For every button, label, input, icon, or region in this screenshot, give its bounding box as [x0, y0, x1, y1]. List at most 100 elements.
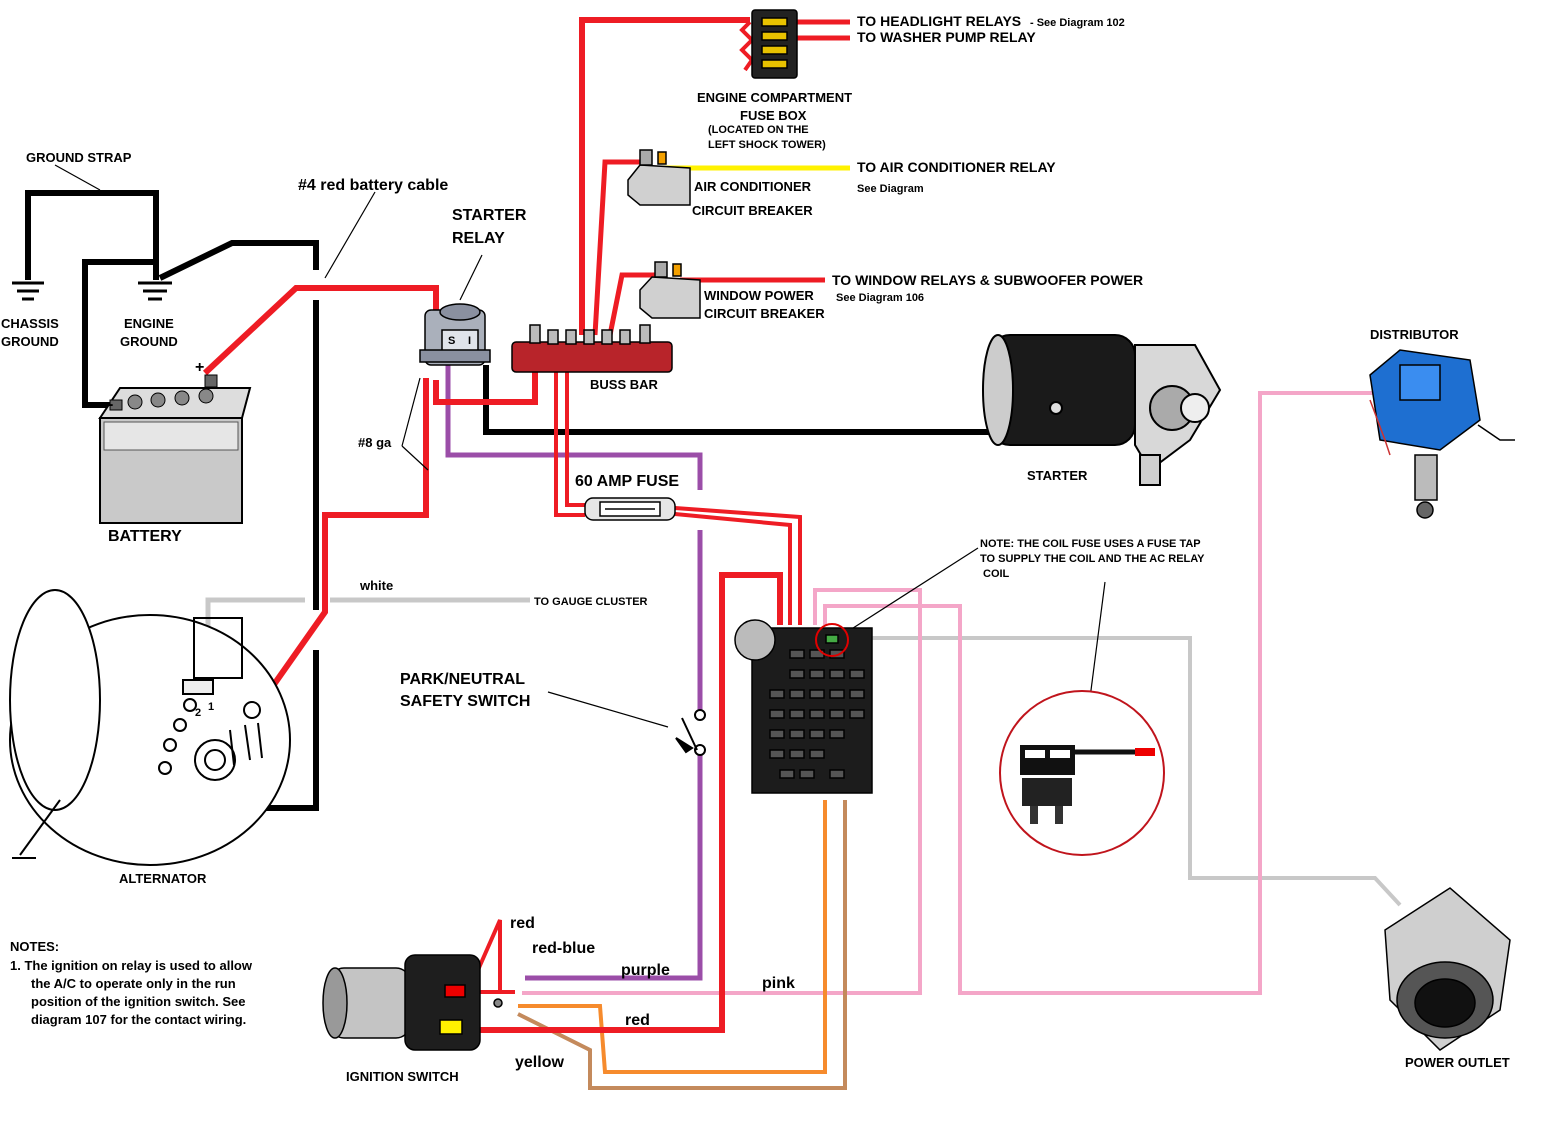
engine-ground-wire — [82, 259, 156, 408]
ac-breaker-feed-red — [592, 159, 640, 336]
yellow-wire-label: yellow — [515, 1054, 564, 1071]
pink-wire-b — [823, 391, 1375, 995]
relay-terminal-s: S — [448, 335, 455, 347]
pink-wire-a — [522, 588, 922, 995]
relay-to-bus-red — [433, 360, 538, 405]
window-breaker-label-1: WINDOW POWER — [704, 288, 814, 303]
alternator — [9, 589, 291, 866]
starter-relay-label-2: RELAY — [452, 230, 505, 247]
starter-label: STARTER — [1027, 468, 1088, 483]
notes-line-1: 1. The ignition on relay is used to allo… — [10, 958, 253, 973]
fuse-box-label-3: (LOCATED ON THE — [708, 124, 809, 136]
fuse-tap-leader — [1089, 581, 1106, 699]
buss-bar-label: BUSS BAR — [590, 377, 659, 392]
chassis-ground-label-2: GROUND — [1, 334, 59, 349]
battery-cable-leader — [324, 191, 376, 279]
fuse-out-red-a — [674, 506, 802, 625]
chassis-ground-symbol — [12, 281, 44, 301]
starter-motor — [982, 334, 1222, 486]
alternator-terminal-2: 2 — [195, 707, 201, 719]
battery-cable-label: #4 red battery cable — [298, 177, 448, 194]
power-outlet — [1384, 887, 1511, 1051]
grey-power-outlet-wire — [845, 636, 1402, 907]
sixty-amp-fuse-label: 60 AMP FUSE — [575, 473, 679, 490]
ac-relay-label: TO AIR CONDITIONER RELAY — [857, 159, 1056, 175]
relay-terminal-i: I — [468, 335, 471, 347]
engine-ground-symbol — [138, 281, 172, 301]
fuse-box-label-4: LEFT SHOCK TOWER) — [708, 139, 826, 151]
battery-plus: + — [195, 359, 204, 376]
fusebox-zigzag-red — [739, 20, 755, 72]
fuse-box-label-2: FUSE BOX — [740, 108, 807, 123]
power-outlet-label: POWER OUTLET — [1405, 1055, 1510, 1070]
interior-fuse-panel — [734, 619, 873, 794]
buss-bar — [511, 324, 673, 373]
coil-note-line-1: NOTE: THE COIL FUSE USES A FUSE TAP — [980, 538, 1201, 550]
ground-strap-label: GROUND STRAP — [26, 150, 132, 165]
fuse-out-red-b — [674, 512, 792, 625]
starter-relay-leader — [459, 254, 483, 301]
starter-relay-label-1: STARTER — [452, 207, 527, 224]
distributor — [1369, 349, 1515, 519]
battery — [98, 374, 252, 524]
window-breaker-feed-red — [607, 272, 660, 336]
red-wire-label-2: red — [625, 1012, 650, 1029]
ground-strap-leader — [54, 164, 101, 191]
alternator-terminal-1: 1 — [208, 701, 214, 713]
notes-line-2: the A/C to operate only in the run — [31, 976, 236, 991]
engine-ground-label-2: GROUND — [120, 334, 178, 349]
purple-wire-label: purple — [621, 962, 670, 979]
ignition-switch — [322, 954, 503, 1051]
ac-breaker-label-1: AIR CONDITIONER — [694, 179, 812, 194]
see-diagram-102-label: - See Diagram 102 — [1030, 17, 1125, 29]
notes-title: NOTES: — [10, 939, 59, 954]
headlight-relays-label: TO HEADLIGHT RELAYS — [857, 13, 1021, 29]
gauge-cluster-label: TO GAUGE CLUSTER — [534, 596, 648, 608]
notes-line-4: diagram 107 for the contact wiring. — [31, 1012, 246, 1027]
ground-strap-wire — [25, 190, 159, 280]
notes-line-3: position of the ignition switch. See — [31, 994, 246, 1009]
park-neutral-label-2: SAFETY SWITCH — [400, 693, 530, 710]
purple-wire — [445, 360, 703, 981]
battery-minus: - — [108, 396, 113, 413]
park-neutral-label-1: PARK/NEUTRAL — [400, 671, 525, 688]
battery-red-cable — [202, 285, 439, 376]
coil-note-line-3: COIL — [983, 568, 1010, 580]
eight-ga-label: #8 ga — [358, 435, 392, 450]
battery-label: BATTERY — [108, 528, 182, 545]
tan-wire — [517, 800, 847, 1090]
fuse-box-label-1: ENGINE COMPARTMENT — [697, 90, 852, 105]
park-neutral-switch — [675, 709, 706, 756]
coil-note-line-2: TO SUPPLY THE COIL AND THE AC RELAY — [980, 553, 1205, 565]
engine-ground-label-1: ENGINE — [124, 316, 174, 331]
pink-wire-label: pink — [762, 975, 795, 992]
coil-note-leader — [849, 547, 979, 631]
ignition-red-wire — [478, 572, 783, 1033]
fuse-feed-red-b — [565, 365, 585, 507]
window-circuit-breaker — [639, 261, 701, 319]
eight-ga-leader — [401, 377, 429, 471]
red-blue-wire-label: red-blue — [532, 940, 595, 957]
fusebox-feed-red — [579, 17, 750, 335]
window-relays-label: TO WINDOW RELAYS & SUBWOOFER POWER — [832, 272, 1143, 288]
fuse-tap-detail — [999, 690, 1165, 856]
sixty-amp-fuse — [584, 497, 676, 521]
chassis-ground-label-1: CHASSIS — [1, 316, 59, 331]
washer-pump-label: TO WASHER PUMP RELAY — [857, 29, 1036, 45]
see-diagram-106-label: See Diagram 106 — [836, 292, 924, 304]
ac-breaker-label-2: CIRCUIT BREAKER — [692, 203, 813, 218]
red-blue-wire — [476, 919, 502, 990]
ignition-switch-label: IGNITION SWITCH — [346, 1069, 459, 1084]
see-diagram-label: See Diagram — [857, 183, 924, 195]
distributor-label: DISTRIBUTOR — [1370, 327, 1459, 342]
fuse-feed-red-a — [554, 365, 585, 517]
starter-black-cable — [483, 365, 1000, 435]
park-switch-leader — [547, 691, 669, 728]
orange-wire — [518, 800, 827, 1074]
engine-fuse-box — [751, 9, 798, 79]
window-breaker-label-2: CIRCUIT BREAKER — [704, 306, 825, 321]
alternator-red-wire — [253, 378, 429, 712]
red-wire-label: red — [510, 915, 535, 932]
white-wire-label: white — [359, 578, 393, 593]
